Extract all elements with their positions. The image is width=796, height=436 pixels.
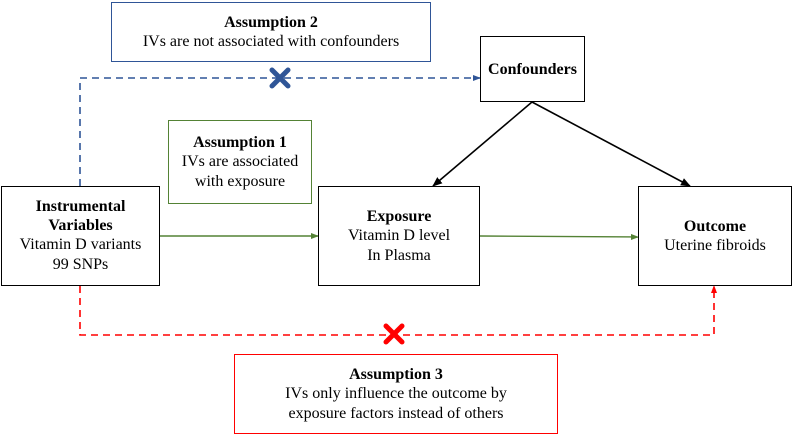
assumption-1-line1: IVs are associated [181,152,299,170]
instrumental-title-line2: Variables [48,217,113,234]
exposure-title: Exposure [366,207,432,225]
blue-cross-icon [269,67,291,89]
assumption-1-line2: with exposure [194,172,286,190]
confounders-box: Confounders [480,36,585,102]
assumption-2-title: Assumption 2 [224,13,318,31]
exposure-to-outcome-arrow [479,233,639,240]
assumption-3-box: Assumption 3 IVs only influence the outc… [234,354,558,434]
assumption-2-text: IVs are not associated with confounders [142,32,400,50]
exposure-line1: Vitamin D level [347,226,451,244]
instrumental-line1: Vitamin D variants [19,236,142,253]
assumption-3-line2: exposure factors instead of others [288,404,504,422]
instrumental-title-line1: Instrumental [35,198,126,215]
red-cross-icon [383,323,405,345]
assumption-3-line1: IVs only influence the outcome by [285,384,507,402]
assumption-1-title: Assumption 1 [193,133,287,151]
exposure-box: Exposure Vitamin D level In Plasma [318,186,480,286]
confounders-title: Confounders [488,60,577,78]
instrumental-variables-box: Instrumental Variables Vitamin D variant… [1,186,160,286]
exposure-line2: In Plasma [367,246,431,264]
assumption-3-title: Assumption 3 [349,365,443,383]
confounders-to-outcome-arrow [531,101,691,187]
confounders-to-exposure-arrow [432,101,533,187]
outcome-box: Outcome Uterine fibroids [638,186,792,286]
assumption-1-box: Assumption 1 IVs are associated with exp… [168,120,312,204]
assumption-2-box: Assumption 2 IVs are not associated with… [111,2,431,62]
outcome-title: Outcome [683,217,747,235]
outcome-line1: Uterine fibroids [664,236,766,254]
instrumental-line2: 99 SNPs [52,256,109,273]
iv-to-confounders-dashed-path [79,75,481,186]
